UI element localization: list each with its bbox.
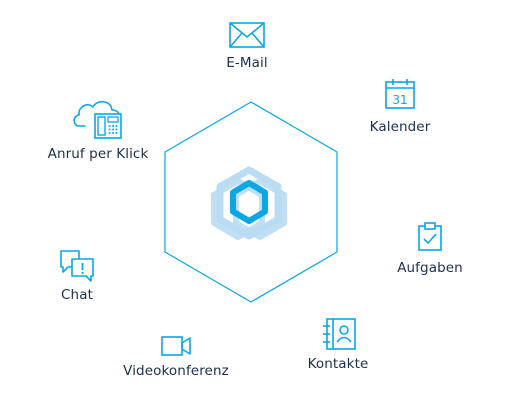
address-book-icon (323, 318, 356, 350)
hexagon-outline (164, 101, 338, 303)
feature-call[interactable]: Anruf per Klick (38, 96, 158, 162)
feature-email-label: E-Mail (226, 55, 268, 71)
feature-contacts-label: Kontakte (307, 356, 369, 372)
feature-calendar-label: Kalender (369, 119, 431, 135)
envelope-icon (229, 22, 265, 48)
video-camera-icon (161, 336, 191, 356)
calendar-day-text: 31 (392, 93, 407, 107)
chat-bubbles-icon (60, 250, 94, 282)
center-logo-icon (211, 166, 287, 240)
feature-email[interactable]: E-Mail (212, 22, 282, 71)
feature-call-label: Anruf per Klick (47, 146, 149, 162)
feature-video[interactable]: Videokonferenz (114, 335, 238, 379)
cloud-phone-icon (73, 100, 122, 139)
feature-video-label: Videokonferenz (123, 363, 229, 379)
feature-chat[interactable]: Chat (52, 248, 102, 303)
clipboard-check-icon (418, 222, 442, 251)
feature-tasks-label: Aufgaben (397, 260, 463, 276)
calendar-icon: 31 (385, 79, 415, 109)
feature-calendar[interactable]: 31 Kalender (362, 78, 438, 135)
feature-chat-label: Chat (61, 287, 93, 303)
feature-contacts[interactable]: Kontakte (300, 318, 376, 372)
feature-tasks[interactable]: Aufgaben (390, 222, 470, 276)
